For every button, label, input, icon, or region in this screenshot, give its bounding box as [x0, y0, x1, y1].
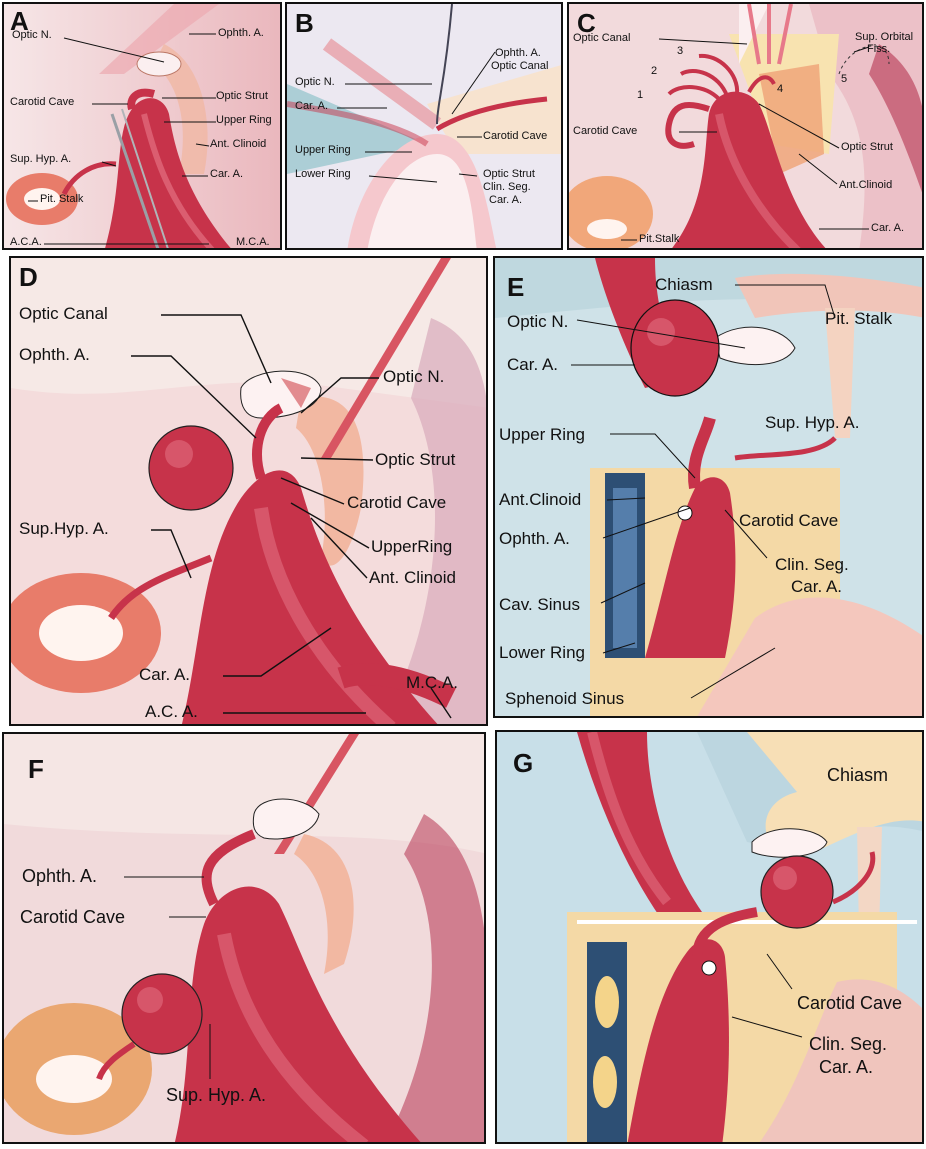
panel-d-illustration — [11, 258, 486, 724]
label-optic-strut: Optic Strut — [483, 168, 535, 180]
panel-a-illustration — [4, 4, 280, 248]
label-ophth-a: Ophth. A. — [499, 529, 570, 548]
label-sphenoid-sinus: Sphenoid Sinus — [505, 689, 625, 708]
panel-f: F Ophth. A. Carotid Cave Sup. Hyp. A. — [2, 732, 486, 1144]
label-car-a: Car. A. — [507, 355, 559, 374]
label-carotid-cave: Carotid Cave — [10, 96, 75, 108]
label-carotid-cave: Carotid Cave — [739, 511, 839, 530]
label-upper-ring: Upper Ring — [295, 144, 351, 156]
label-sup-hyp-a: Sup.Hyp. A. — [19, 519, 109, 538]
label-aca: A.C. A. — [145, 702, 198, 721]
label-optic-n: Optic N. — [12, 29, 52, 41]
panel-d: D Optic Canal Ophth. A. Optic N. Optic S… — [9, 256, 488, 726]
label-n5: 5 — [841, 73, 848, 85]
label-clin-seg-2: Car. A. — [791, 577, 843, 596]
label-aca: A.C.A. — [10, 236, 42, 248]
label-carotid-cave: Carotid Cave — [483, 130, 548, 142]
panel-b: B Ophth. A. Optic Canal Optic N. Car. A.… — [285, 2, 563, 250]
label-sup-orbital-2: Fiss. — [867, 43, 891, 55]
label-optic-n: Optic N. — [295, 76, 335, 88]
panel-c: C Optic Canal Sup. Orbital Fiss. 1 2 3 4… — [567, 2, 924, 250]
label-carotid-cave: Carotid Cave — [797, 993, 903, 1013]
label-ant-clinoid: Ant. Clinoid — [369, 568, 456, 587]
label-ant-clinoid: Ant.Clinoid — [839, 179, 893, 191]
label-optic-strut: Optic Strut — [216, 90, 268, 102]
panel-e-illustration — [495, 258, 922, 716]
label-optic-n: Optic N. — [507, 312, 569, 331]
label-ophth-a: Ophth. A. — [19, 345, 90, 364]
panel-b-letter: B — [295, 8, 314, 38]
label-ant-clinoid: Ant. Clinoid — [210, 138, 267, 150]
label-chiasm: Chiasm — [827, 765, 889, 785]
label-sup-hyp-a: Sup. Hyp. A. — [10, 153, 72, 165]
label-optic-canal: Optic Canal — [491, 60, 549, 72]
label-sup-hyp-a: Sup. Hyp. A. — [765, 413, 860, 432]
panel-f-letter: F — [28, 754, 44, 784]
label-mca: M.C.A. — [406, 673, 458, 692]
label-clin-seg-2: Car. A. — [819, 1057, 874, 1077]
label-optic-canal: Optic Canal — [19, 304, 108, 323]
label-car-a: Car. A. — [871, 222, 905, 234]
label-lower-ring: Lower Ring — [499, 643, 585, 662]
label-optic-strut: Optic Strut — [841, 141, 893, 153]
label-carotid-cave: Carotid Cave — [573, 125, 638, 137]
label-lower-ring: Lower Ring — [295, 168, 351, 180]
panel-a: A Optic N. Ophth. A. Carotid Cave Optic … — [2, 2, 282, 250]
label-car-a: Car. A. — [295, 100, 329, 112]
label-car-a: Car. A. — [210, 168, 244, 180]
label-optic-canal: Optic Canal — [573, 32, 631, 44]
panel-g: G Chiasm Carotid Cave Clin. Seg. Car. A. — [495, 730, 924, 1144]
label-sup-hyp-a: Sup. Hyp. A. — [166, 1085, 267, 1105]
panel-f-illustration — [4, 734, 484, 1142]
label-cav-sinus: Cav. Sinus — [499, 595, 580, 614]
panel-a-letter: A — [10, 6, 29, 36]
label-clin-seg-1: Clin. Seg. — [809, 1034, 888, 1054]
label-ant-clinoid: Ant.Clinoid — [499, 490, 582, 509]
label-upper-ring: Upper Ring — [499, 425, 585, 444]
label-clin-seg-1: Clin. Seg. — [775, 555, 849, 574]
label-carotid-cave: Carotid Cave — [20, 907, 126, 927]
label-n2: 2 — [651, 65, 658, 77]
label-car-a: Car. A. — [139, 665, 191, 684]
panel-b-illustration — [287, 4, 561, 248]
panel-c-illustration — [569, 4, 922, 248]
panel-c-letter: C — [577, 8, 596, 38]
label-ophth-a: Ophth. A. — [495, 47, 541, 59]
label-mca: M.C.A. — [236, 236, 270, 248]
label-upper-ring: Upper Ring — [216, 114, 272, 126]
label-optic-n: Optic N. — [383, 367, 445, 386]
label-sup-orbital-1: Sup. Orbital — [855, 31, 914, 43]
panel-g-letter: G — [513, 748, 534, 778]
label-clin-seg-1: Clin. Seg. — [483, 181, 531, 193]
panel-d-letter: D — [19, 262, 38, 292]
panel-e: E Chiasm Optic N. Pit. Stalk Car. A. Sup… — [493, 256, 924, 718]
panel-g-illustration — [497, 732, 922, 1142]
label-upper-ring: UpperRing — [371, 537, 453, 556]
panel-e-letter: E — [507, 272, 525, 302]
label-chiasm: Chiasm — [655, 275, 713, 294]
label-pit-stalk: Pit. Stalk — [40, 193, 84, 205]
label-n3: 3 — [677, 45, 684, 57]
label-ophth-a: Ophth. A. — [22, 866, 98, 886]
label-ophth-a: Ophth. A. — [218, 27, 264, 39]
label-carotid-cave: Carotid Cave — [347, 493, 447, 512]
label-clin-seg-2: Car. A. — [489, 194, 523, 206]
label-pit-stalk: Pit. Stalk — [825, 309, 893, 328]
label-optic-strut: Optic Strut — [375, 450, 456, 469]
label-pit-stalk: Pit.Stalk — [639, 233, 680, 245]
label-n4: 4 — [777, 83, 784, 95]
label-n1: 1 — [637, 89, 644, 101]
